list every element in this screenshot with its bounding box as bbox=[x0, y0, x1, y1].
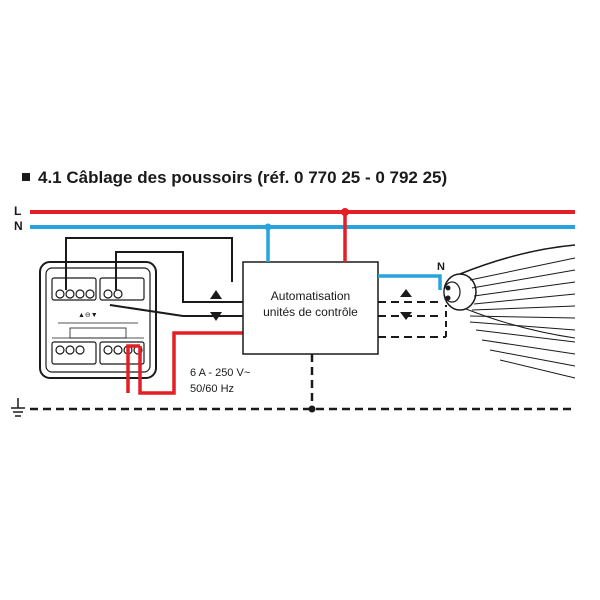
live-jumper-wire bbox=[126, 344, 140, 393]
section-title-text: Câblage des poussoirs (réf. 0 770 25 - 0… bbox=[66, 168, 448, 187]
motor-up-arrow-icon bbox=[400, 289, 412, 297]
module-symbols: ▲⊖▼ bbox=[78, 312, 98, 319]
neutral-label: N bbox=[14, 219, 23, 233]
live-label: L bbox=[14, 204, 21, 218]
live-junction bbox=[341, 208, 349, 216]
ground-icon bbox=[11, 398, 25, 417]
section-number: 4.1 bbox=[38, 168, 62, 187]
live-feed-wire bbox=[138, 331, 243, 395]
roller-shutter bbox=[443, 244, 576, 379]
down-arrow-icon bbox=[210, 312, 222, 321]
neutral-junction bbox=[264, 223, 272, 231]
controller-label-line1: Automatisation bbox=[271, 289, 350, 303]
push-button-module: ▲⊖▼ bbox=[39, 261, 157, 379]
section-title: 4.1 Câblage des poussoirs (réf. 0 770 25… bbox=[22, 168, 447, 188]
motor-neutral-wire bbox=[378, 274, 442, 290]
rating-line1: 6 A - 250 V~ bbox=[190, 367, 250, 379]
up-arrow-icon bbox=[210, 290, 222, 299]
motor-neutral-label: N bbox=[437, 261, 445, 273]
earth-junction bbox=[308, 405, 316, 413]
motor-down-arrow-icon bbox=[400, 312, 412, 320]
controller-box bbox=[242, 261, 379, 355]
up-signal-wire bbox=[115, 251, 243, 303]
rating-line2: 50/60 Hz bbox=[190, 383, 234, 395]
up-wire bbox=[65, 237, 233, 290]
controller-label-line2: unités de contrôle bbox=[263, 305, 358, 319]
down-wire bbox=[109, 304, 184, 317]
title-bullet bbox=[22, 172, 30, 181]
